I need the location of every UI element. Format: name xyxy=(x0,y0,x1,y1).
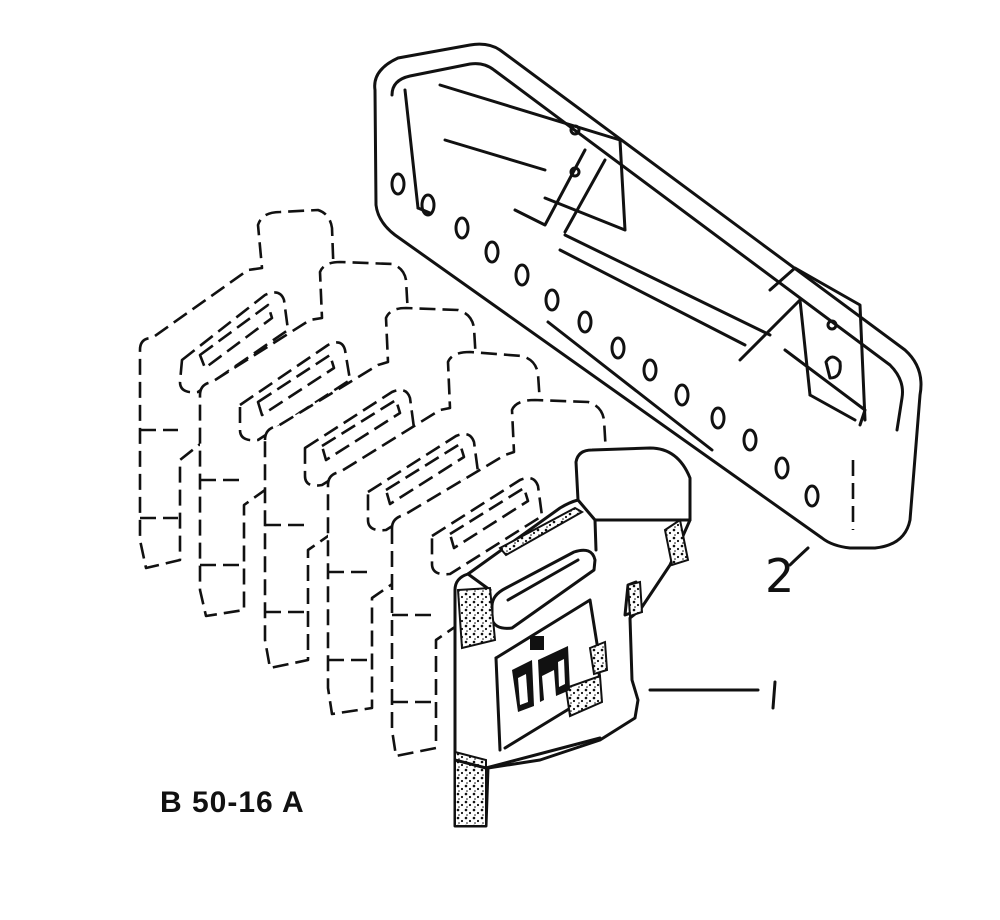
front-weight-solid xyxy=(453,446,692,828)
callout-1: 1 xyxy=(648,680,777,710)
figure-code: B 50-16 A xyxy=(160,786,305,819)
callout-2-label: 2 xyxy=(765,549,794,603)
ih-logo xyxy=(512,636,570,712)
weight-carrier-bracket xyxy=(373,42,923,550)
callout-2: 2 xyxy=(765,546,810,603)
